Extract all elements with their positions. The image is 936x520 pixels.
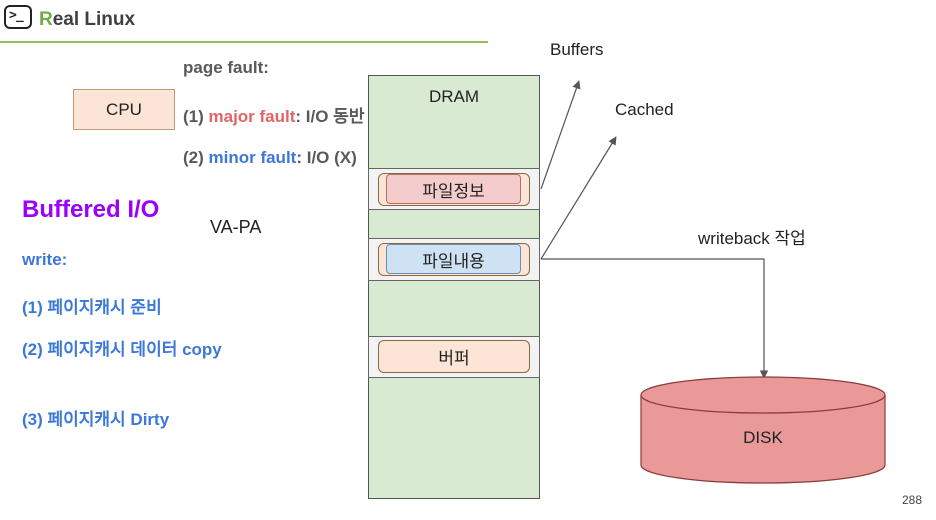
disk-cylinder [640, 376, 886, 484]
cpu-label: CPU [106, 99, 142, 119]
major-fault-prefix: (1) [183, 107, 209, 126]
buffered-io-title: Buffered I/O [22, 196, 160, 223]
title-divider [0, 41, 488, 43]
file-content-label: 파일내용 [422, 251, 485, 271]
write-label: write: [22, 250, 68, 269]
minor-fault-suffix: : I/O (X) [296, 148, 357, 167]
page-title: Real Linux [39, 9, 135, 31]
title-first-letter: R [39, 9, 53, 30]
writeback-label: writeback 작업 [698, 229, 806, 248]
dram-column [368, 75, 540, 499]
file-content-box: 파일내용 [386, 244, 521, 274]
minor-fault-line: (2) minor fault: I/O (X) [183, 148, 357, 168]
minor-fault-prefix: (2) [183, 148, 209, 167]
file-info-label: 파일정보 [422, 181, 485, 201]
major-fault-suffix: : I/O 동반 [295, 107, 365, 126]
writeback-arrow [541, 258, 769, 379]
buffer-box: 버퍼 [378, 340, 530, 373]
cpu-box: CPU [73, 89, 175, 130]
buffers-label: Buffers [550, 40, 604, 59]
buffer-label: 버퍼 [438, 349, 470, 368]
write-step-3: (3) 페이지캐시 Dirty [22, 410, 170, 429]
file-info-box: 파일정보 [386, 174, 521, 204]
terminal-logo-icon: >_ [4, 5, 32, 29]
major-fault-line: (1) major fault: I/O 동반 [183, 102, 364, 127]
buffers-arrow [540, 80, 581, 190]
title-rest: eal Linux [52, 9, 136, 30]
logo-glyph: >_ [9, 8, 24, 23]
cached-arrow [540, 136, 617, 260]
cached-label: Cached [615, 100, 674, 119]
minor-fault-term: minor fault [208, 148, 297, 167]
dram-label: DRAM [428, 87, 480, 106]
write-step-2: (2) 페이지캐시 데이터 copy [22, 340, 222, 359]
va-pa-label: VA-PA [210, 217, 262, 237]
disk-label: DISK [743, 428, 783, 447]
page-number: 288 [902, 493, 923, 507]
major-fault-term: major fault [208, 107, 296, 126]
write-step-1: (1) 페이지캐시 준비 [22, 298, 162, 317]
page-fault-title: page fault: [183, 58, 269, 77]
